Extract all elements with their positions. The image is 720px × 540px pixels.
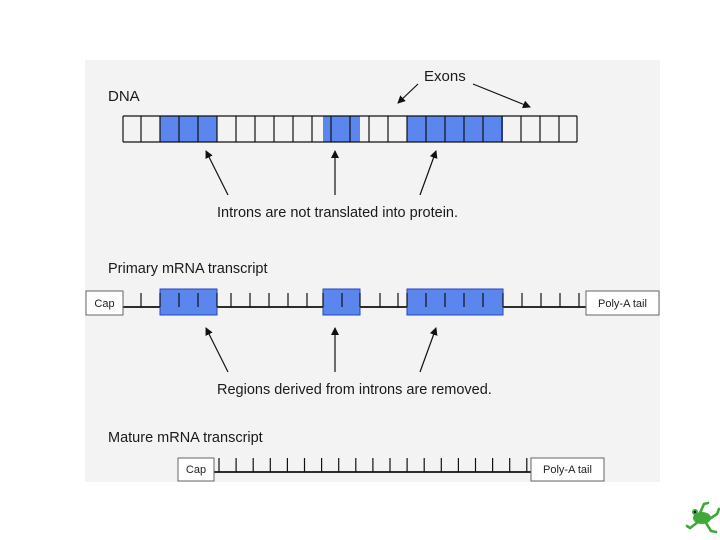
frog-icon [685, 501, 720, 534]
dna-strand [122, 115, 578, 143]
primary-poly-a-tail: Poly-A tail [585, 290, 660, 316]
mature-poly-a-tail: Poly-A tail [530, 457, 605, 482]
regions-note: Regions derived from introns are removed… [217, 382, 492, 398]
dna-exon [160, 116, 217, 142]
primary-cap: Cap [85, 290, 124, 316]
cap-box [85, 290, 124, 316]
poly-a-label: Poly-A tail [543, 464, 592, 476]
cap-label: Cap [94, 298, 114, 310]
exons-arrow-right [472, 83, 531, 109]
cap-label: Cap [186, 464, 206, 476]
dna-exon [323, 116, 360, 142]
removed-region-arrow [419, 327, 438, 373]
poly-a-box [585, 290, 660, 316]
dna-title: DNA [108, 88, 140, 105]
primary-exon [159, 288, 218, 316]
exons-label: Exons [424, 68, 466, 85]
mature-cap: Cap [177, 457, 215, 482]
introns-note: Introns are not translated into protein. [217, 205, 458, 221]
primary-transcript [123, 288, 586, 316]
mature-transcript [214, 458, 531, 473]
cap-box [177, 457, 215, 482]
poly-a-box [530, 457, 605, 482]
removed-region-arrow [205, 327, 229, 373]
intron-arrow [205, 150, 229, 196]
mature-transcript-title: Mature mRNA transcript [108, 430, 263, 446]
intron-arrow [419, 150, 438, 196]
exons-arrow-left [397, 83, 419, 104]
dna-exon [407, 116, 503, 142]
poly-a-label: Poly-A tail [598, 298, 647, 310]
primary-transcript-title: Primary mRNA transcript [108, 261, 268, 277]
primary-exon [406, 288, 504, 316]
